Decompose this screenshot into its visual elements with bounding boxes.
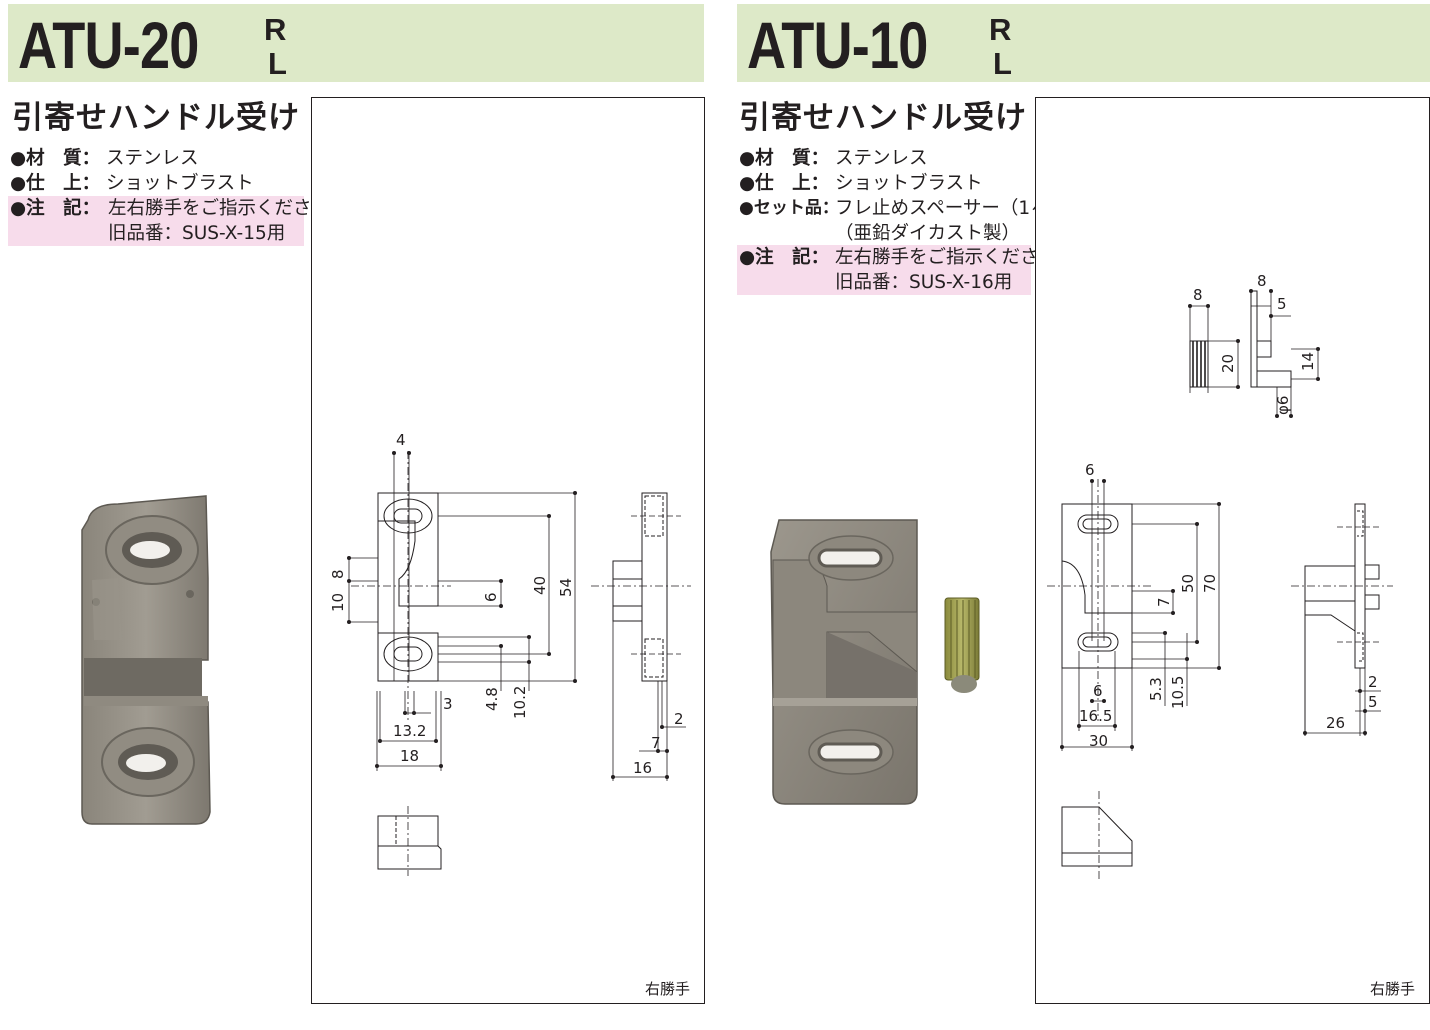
- spec-value: フレ止めスペーサー（1ヶ）: [835, 198, 1068, 219]
- spec-value: ショットブラスト: [835, 173, 983, 194]
- note-block: ●注 記： 左右勝手をご指示ください 旧品番：SUS-X-15用: [8, 196, 330, 246]
- note-label: ●注 記：: [739, 247, 830, 268]
- hand-right-mark: R: [264, 12, 287, 47]
- dim-spacer-14: 14: [1299, 352, 1317, 371]
- dim-2: 2: [674, 710, 684, 728]
- dim-10-5: 10.5: [1169, 676, 1187, 709]
- technical-drawing-frame: 8 20 8 5 14 φ6 6 7 50 70 6 16.5 30 5.3 1…: [1035, 97, 1430, 1004]
- product-title: 引寄せハンドル受け: [739, 100, 1027, 136]
- note-line-2: 旧品番：SUS-X-15用: [108, 223, 286, 244]
- spec-value: （亜鉛ダイカスト製）: [835, 223, 1021, 244]
- product-column-atu20: ATU-20 R L 引寄せハンドル受け ●材 質： ステンレス ●仕 上： シ…: [8, 4, 705, 1004]
- dim-spacer-8: 8: [1193, 286, 1203, 304]
- note-label: ●注 記：: [10, 198, 101, 219]
- spec-label: ●セット品：: [739, 198, 839, 218]
- dim-5-3: 5.3: [1147, 677, 1165, 701]
- dim-16: 16: [633, 759, 652, 777]
- dim-70: 70: [1201, 574, 1219, 593]
- spec-label: ●仕 上：: [10, 173, 101, 194]
- dim-spacer-8b: 8: [1257, 272, 1267, 290]
- dim-16-5: 16.5: [1079, 707, 1112, 725]
- spec-label: ●仕 上：: [739, 173, 830, 194]
- dim-10-2: 10.2: [511, 686, 529, 719]
- model-header: ATU-20 R L: [8, 4, 704, 82]
- model-number: ATU-10: [747, 8, 928, 82]
- technical-drawing-atu10: 8 20 8 5 14 φ6 6 7 50 70 6 16.5 30 5.3 1…: [1047, 272, 1393, 881]
- dim-30: 30: [1089, 732, 1108, 750]
- dim-40: 40: [531, 576, 549, 595]
- hand-left-mark: L: [993, 46, 1012, 81]
- note-line-2: 旧品番：SUS-X-16用: [835, 272, 1013, 293]
- dim-6: 6: [482, 592, 500, 602]
- hand-right-mark: R: [989, 12, 1012, 47]
- dim-26: 26: [1326, 714, 1345, 732]
- dim-54: 54: [557, 578, 575, 597]
- dim-50: 50: [1179, 574, 1197, 593]
- product-photo-atu20: [81, 495, 211, 825]
- dim-5b: 5: [1368, 693, 1378, 711]
- spec-value: ショットブラスト: [106, 173, 254, 194]
- note-block: ●注 記： 左右勝手をご指示ください 旧品番：SUS-X-16用: [737, 245, 1057, 295]
- spec-label: ●材 質：: [739, 148, 830, 169]
- dim-6: 6: [1085, 461, 1095, 479]
- technical-drawing-atu20: 4 8 10 6 40 54 3 13.2 18 4.8 10.2 2 7 16: [329, 431, 691, 876]
- dim-7: 7: [1155, 597, 1173, 607]
- hand-caption: 右勝手: [1370, 980, 1416, 998]
- dim-4: 4: [396, 431, 406, 449]
- spec-label: ●材 質：: [10, 148, 101, 169]
- model-number: ATU-20: [18, 8, 199, 82]
- product-photo-atu10: [770, 519, 980, 805]
- hand-caption: 右勝手: [645, 980, 691, 998]
- note-line-1: 左右勝手をご指示ください: [835, 247, 1058, 268]
- dim-3: 3: [443, 695, 453, 713]
- dim-6b: 6: [1093, 682, 1103, 700]
- dim-8: 8: [329, 569, 347, 579]
- dim-2: 2: [1368, 673, 1378, 691]
- dim-18: 18: [400, 747, 419, 765]
- dim-7: 7: [651, 734, 661, 752]
- technical-drawing-frame: 4 8 10 6 40 54 3 13.2 18 4.8 10.2 2 7 16…: [311, 97, 705, 1004]
- dim-13-2: 13.2: [393, 722, 426, 740]
- dim-spacer-20: 20: [1219, 354, 1237, 373]
- product-column-atu10: ATU-10 R L 引寄せハンドル受け ●材 質： ステンレス ●仕 上： シ…: [725, 0, 1430, 1030]
- note-line-1: 左右勝手をご指示ください: [108, 198, 331, 219]
- dim-10: 10: [329, 593, 347, 612]
- model-header: ATU-10 R L: [737, 4, 1430, 82]
- product-title: 引寄せハンドル受け: [12, 100, 300, 136]
- hand-left-mark: L: [268, 46, 287, 81]
- spec-value: ステンレス: [835, 148, 928, 169]
- dim-spacer-5: 5: [1277, 295, 1287, 313]
- spec-value: ステンレス: [106, 148, 199, 169]
- dim-spacer-phi6: φ6: [1274, 396, 1292, 415]
- dim-4-8: 4.8: [483, 687, 501, 711]
